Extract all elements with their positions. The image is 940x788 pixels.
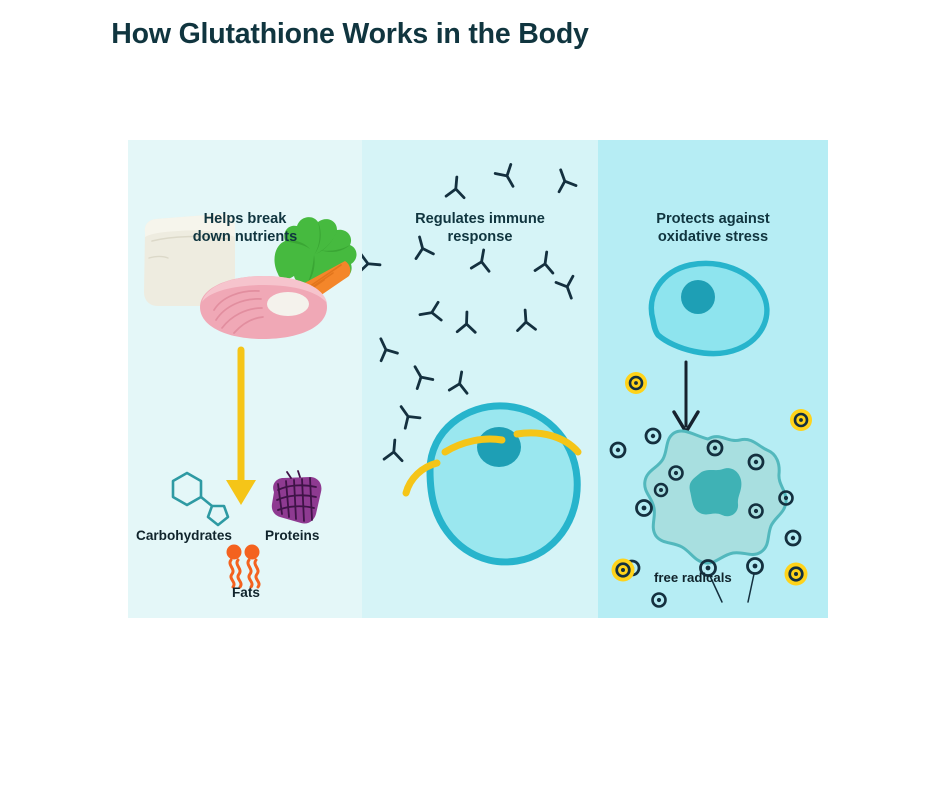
antibody (469, 248, 491, 273)
antibody (455, 310, 477, 334)
tofu-block-icon (144, 213, 235, 306)
panel-1-illustration (144, 213, 357, 589)
lipid-molecule-icon (226, 544, 261, 589)
panel-2-heading-line2: response (447, 229, 513, 246)
panel-2-heading-line1: Regulates immune (415, 211, 545, 227)
panel-1-heading: Helps break down nutrients (128, 210, 362, 246)
free-radical (635, 499, 653, 517)
panel-protects-against-oxidative-stress: Protects against oxidative stress (598, 140, 828, 618)
panel-2-illustration (362, 163, 582, 566)
down-arrow-icon (226, 346, 256, 505)
infographic-canvas: Helps break down nutrients (128, 140, 828, 618)
antibody (414, 235, 435, 260)
immune-cell-icon (426, 402, 581, 566)
free-radical (778, 490, 794, 506)
antibody (418, 300, 443, 322)
hexagon-sugar-icon (171, 471, 230, 527)
free-radical (784, 529, 802, 547)
foods-illustration (144, 213, 357, 339)
page-title: How Glutathione Works in the Body (111, 18, 589, 50)
salmon-steak-icon (200, 276, 327, 339)
panel-regulates-immune-response: Regulates immune response (362, 140, 598, 618)
label-carbohydrates: Carbohydrates (136, 528, 232, 543)
arc-right (513, 429, 582, 456)
highlighted-free-radical (790, 409, 812, 431)
antibody (554, 274, 575, 300)
antibody-icons (362, 163, 578, 463)
antibody (447, 370, 469, 395)
panel-3-heading-line1: Protects against (656, 211, 770, 227)
free-radical (668, 465, 684, 481)
label-free-radicals: free radicals (654, 570, 732, 585)
antibody (533, 250, 555, 275)
panel-1-heading-line1: Helps break (203, 211, 287, 227)
free-radical (651, 592, 667, 608)
glutathione-arc-icons (402, 429, 582, 497)
antibody (382, 438, 404, 463)
panel-helps-break-down-nutrients: Helps break down nutrients (128, 140, 362, 618)
free-radical-leader-lines (709, 573, 755, 603)
panel-1-heading-line2: down nutrients (192, 229, 298, 246)
down-arrow-icon (672, 360, 700, 434)
highlighted-free-radical-icons (611, 372, 812, 586)
arc-center (441, 435, 506, 456)
panel-3-illustration (609, 260, 812, 608)
free-radical (653, 482, 669, 498)
free-radical (706, 439, 724, 457)
panel-3-heading: Protects against oxidative stress (598, 210, 828, 246)
antibody (516, 308, 537, 332)
antibody (399, 405, 422, 430)
free-radical (747, 453, 765, 471)
antibody (413, 365, 435, 390)
arc-left (402, 459, 441, 497)
antibody (379, 337, 399, 363)
label-proteins: Proteins (265, 528, 320, 543)
free-radical (748, 503, 764, 519)
highlighted-free-radical (611, 558, 635, 582)
highlighted-free-radical (625, 372, 647, 394)
panel-3-heading-line2: oxidative stress (657, 229, 769, 246)
antibody (444, 175, 466, 200)
free-radical (644, 427, 662, 445)
antibody (362, 252, 382, 274)
healthy-cell-icon (648, 260, 770, 357)
free-radical (609, 441, 627, 459)
free-radical (699, 559, 717, 577)
free-radical (746, 557, 764, 575)
protein-ribbon-icon (271, 470, 322, 524)
highlighted-free-radical (784, 562, 808, 586)
antibody (557, 168, 578, 194)
free-radical-icons (609, 427, 802, 608)
panel-2-heading: Regulates immune response (362, 210, 598, 246)
antibody (493, 163, 515, 188)
damaged-cell-icon (643, 429, 788, 565)
label-fats: Fats (232, 585, 260, 600)
